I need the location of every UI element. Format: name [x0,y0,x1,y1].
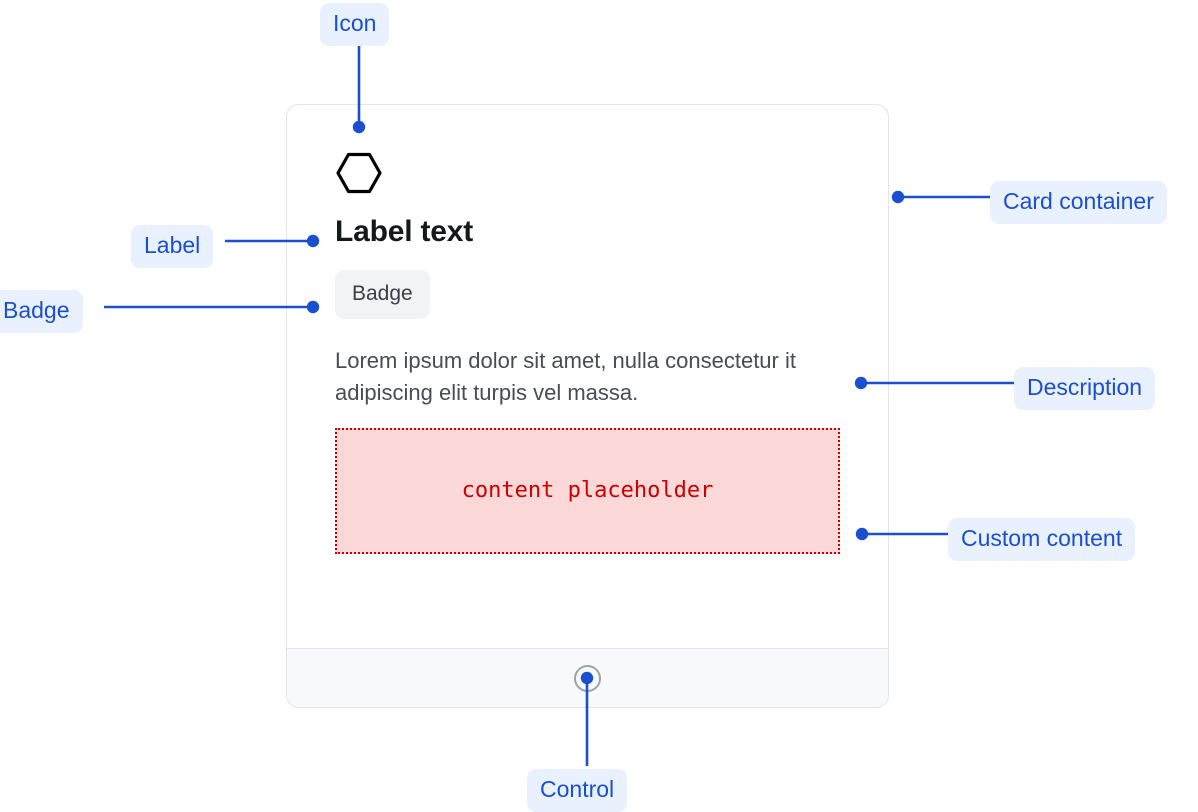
annotation-label-description: Description [1014,367,1156,410]
leader-dot-card-container [891,190,905,204]
status-badge: Badge [335,269,430,319]
card-body: Label text Badge Lorem ipsum dolor sit a… [287,105,888,648]
footer-control-button[interactable] [574,664,601,692]
annotation-label-card-container: Card container [990,181,1167,224]
annotation-label-badge: Badge [0,290,83,333]
annotation-label-custom-content: Custom content [948,518,1136,561]
annotation-label-label: Label [131,225,214,268]
custom-content-label: content placeholder [461,478,714,504]
custom-content-slot: content placeholder [335,427,840,554]
annotation-label-control: Control [527,769,628,812]
card-container[interactable]: Label text Badge Lorem ipsum dolor sit a… [286,104,889,708]
annotation-label-icon: Icon [320,3,390,46]
hexagon-icon [336,152,382,194]
card-footer [287,648,888,707]
card-title: Label text [335,215,474,248]
card-description: Lorem ipsum dolor sit amet, nulla consec… [335,347,796,406]
